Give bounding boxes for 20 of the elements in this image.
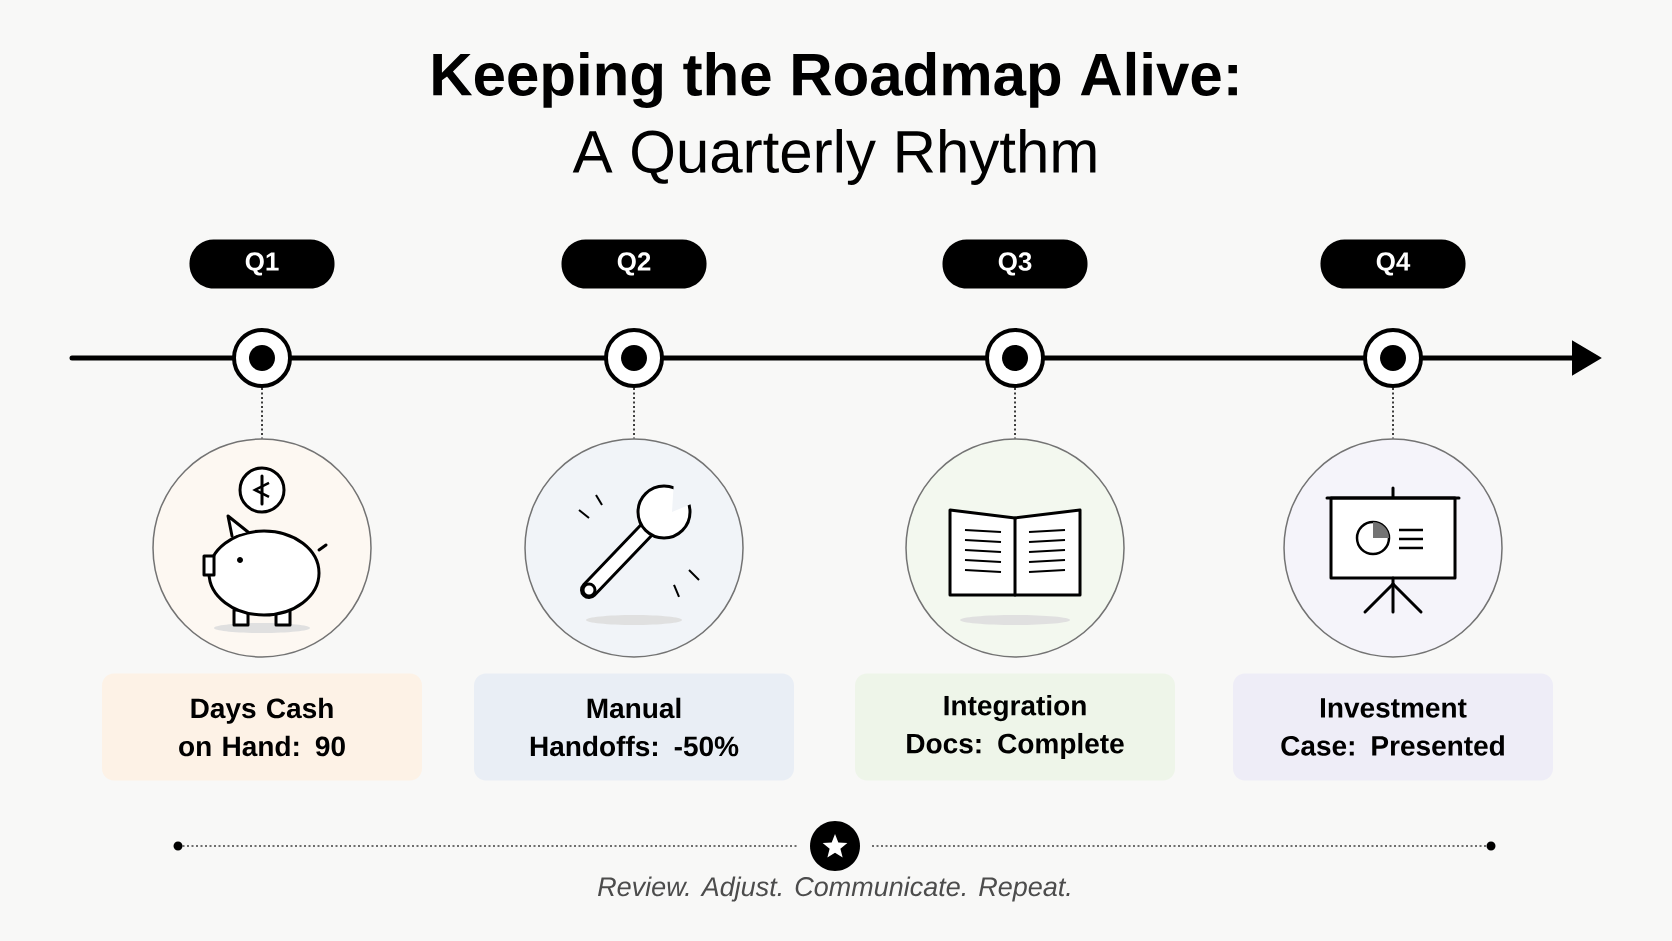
- leader-line: [1014, 387, 1016, 439]
- quarter-pill: Q1: [189, 239, 335, 289]
- caption: Review. Adjust. Communicate. Repeat.: [598, 876, 1070, 902]
- milestone-box: Manual Handoffs: -50%: [474, 673, 794, 781]
- milestone-box: Days Cash on Hand: 90: [102, 673, 422, 781]
- leader-line: [633, 387, 635, 439]
- leader-line: [1392, 387, 1394, 439]
- milestone-box: Integration Docs: Complete: [855, 673, 1175, 781]
- quarter-pill: Q4: [1320, 239, 1466, 289]
- milestone-box: Investment Case: Presented: [1233, 673, 1553, 781]
- timeline-dot: [1363, 328, 1423, 388]
- title: Keeping the Roadmap Alive:: [433, 51, 1237, 109]
- subtitle: A Quarterly Rhythm: [572, 129, 1096, 185]
- leader-line: [261, 387, 263, 439]
- timeline-dot: [232, 328, 292, 388]
- timeline-dot: [985, 328, 1045, 388]
- quarter-pill: Q2: [561, 239, 707, 289]
- quarter-pill: Q3: [942, 239, 1088, 289]
- timeline-dot: [604, 328, 664, 388]
- icon-circle: [524, 438, 744, 658]
